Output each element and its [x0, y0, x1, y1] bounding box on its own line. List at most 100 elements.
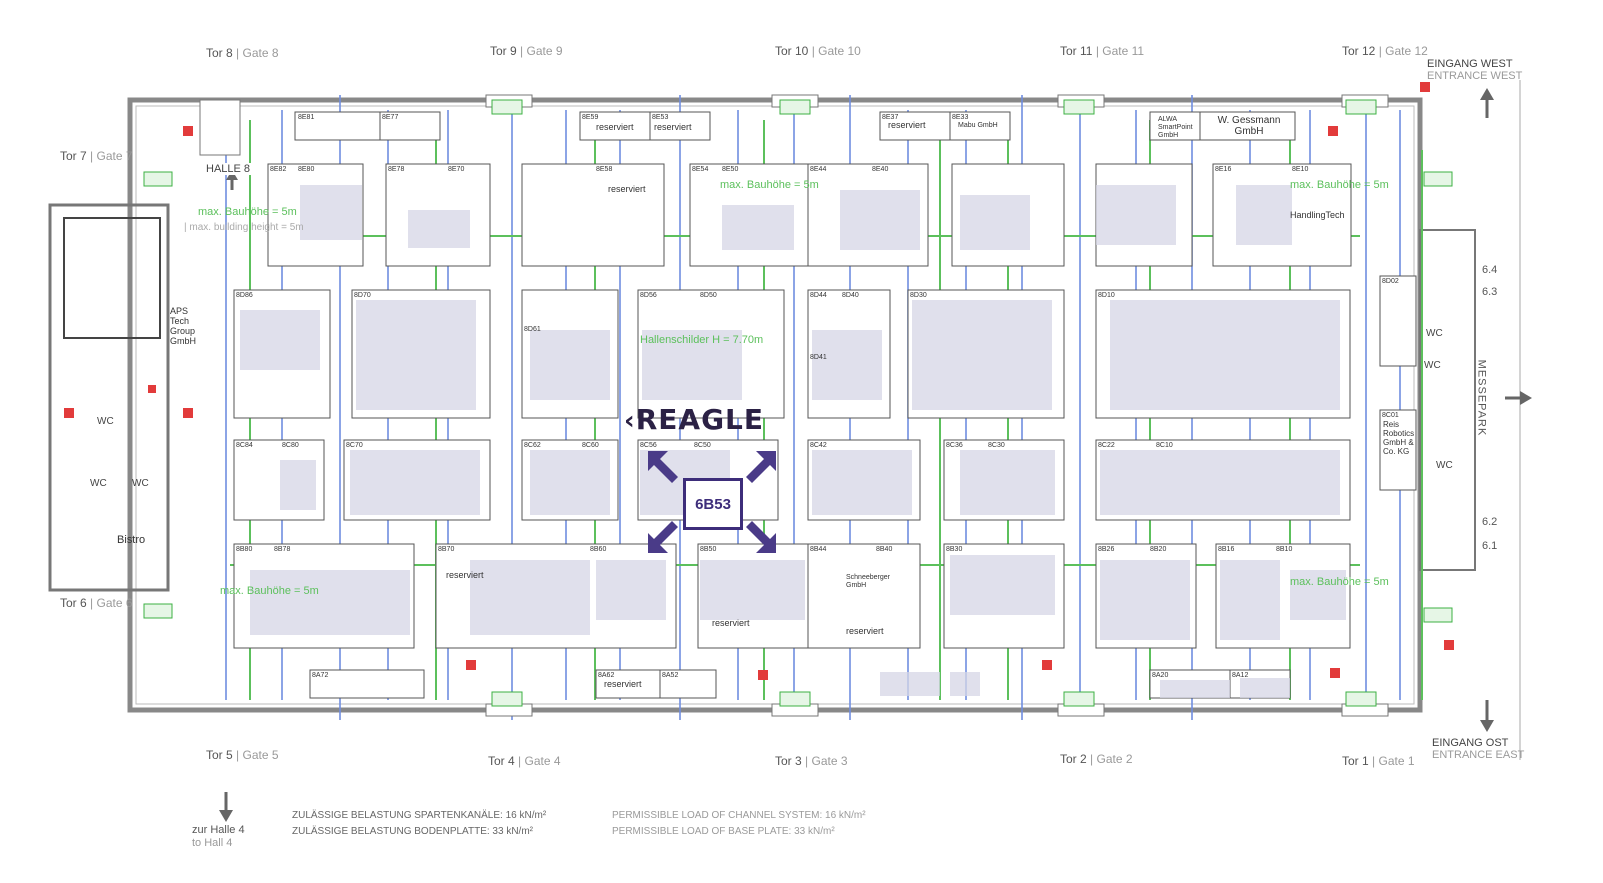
max-height-note-3: max. Bauhöhe = 5m	[1290, 179, 1389, 191]
entrance-west-de: EINGANG WEST	[1427, 58, 1513, 70]
gate-11-label: Tor 11 | Gate 11	[1060, 44, 1144, 58]
entrance-east-en: ENTRANCE EAST	[1432, 749, 1525, 761]
gate-3-label: Tor 3 | Gate 3	[775, 754, 848, 768]
stand-id: 8D86	[236, 292, 253, 299]
section-6-3: 6.3	[1482, 286, 1498, 298]
wc-label-2: WC	[90, 478, 107, 489]
stand-id: 8E78	[388, 166, 405, 173]
gate-10-de: Tor 10	[775, 44, 809, 58]
gate-9-en: | Gate 9	[520, 44, 563, 58]
exhibitor-logo[interactable]: ‹REAGLE	[624, 403, 764, 436]
stand-id: 8C56	[640, 442, 657, 449]
stand-id: 8C36	[946, 442, 963, 449]
stand-reserved-1: reserviert	[596, 122, 634, 132]
stand-id: 8B10	[1276, 546, 1293, 553]
stand-id: 8E82	[270, 166, 287, 173]
footer-base-de: ZULÄSSIGE BELASTUNG BODENPLATTE: 33 kN/m…	[292, 826, 533, 837]
gate-7-de: Tor 7	[60, 149, 87, 163]
gate-3-en: | Gate 3	[805, 754, 848, 768]
gate-2-label: Tor 2 | Gate 2	[1060, 752, 1133, 766]
stand-id: 8E44	[810, 166, 827, 173]
stand-id: 8B26	[1098, 546, 1115, 553]
gate-12-en: | Gate 12	[1378, 44, 1428, 58]
stand-id: 8B78	[274, 546, 291, 553]
logo-text: REAGLE	[635, 403, 765, 436]
footer-channel-de: ZULÄSSIGE BELASTUNG SPARTENKANÄLE: 16 kN…	[292, 810, 547, 821]
stand-id: 8C10	[1156, 442, 1173, 449]
section-6-2: 6.2	[1482, 516, 1498, 528]
stand-reserved-4: reserviert	[608, 184, 646, 194]
stand-id: 8C62	[524, 442, 541, 449]
stand-id: 8A72	[312, 672, 329, 679]
stand-id: 8C80	[282, 442, 299, 449]
stand-id: 8E58	[596, 166, 613, 173]
stand-id: 8C84	[236, 442, 253, 449]
stand-aps: APS Tech Group GmbH	[170, 306, 197, 346]
stand-id: 8E70	[448, 166, 465, 173]
stand-id: 8D30	[910, 292, 927, 299]
stand-id: 8C42	[810, 442, 827, 449]
stand-reis: Reis Robotics GmbH & Co. KG	[1383, 420, 1415, 456]
stand-id: 8E53	[652, 114, 669, 121]
max-height-note-2: max. Bauhöhe = 5m	[720, 179, 819, 191]
gate-1-de: Tor 1	[1342, 754, 1369, 768]
stand-id: 8D10	[1098, 292, 1115, 299]
stand-id: 8D40	[842, 292, 859, 299]
stand-reserved-8: reserviert	[604, 679, 642, 689]
stand-reserved-5: reserviert	[446, 570, 484, 580]
stand-id: 8D50	[700, 292, 717, 299]
stand-id: 8C22	[1098, 442, 1115, 449]
bistro-label: Bistro	[117, 534, 146, 546]
highlighted-stand[interactable]: 6B53	[683, 478, 743, 530]
gate-7-en: | Gate 7	[90, 149, 133, 163]
gate-12-label: Tor 12 | Gate 12	[1342, 44, 1428, 58]
stand-id: 8D02	[1382, 278, 1399, 285]
wc-label-5: WC	[1424, 360, 1441, 371]
gate-6-de: Tor 6	[60, 596, 87, 610]
stand-id: 8B80	[236, 546, 253, 553]
stand-mabu: Mabu GmbH	[958, 122, 998, 129]
gate-4-en: | Gate 4	[518, 754, 561, 768]
stand-id: 8A62	[598, 672, 615, 679]
footer-channel-en: PERMISSIBLE LOAD OF CHANNEL SYSTEM: 16 k…	[612, 810, 866, 821]
gate-8-label: Tor 8 | Gate 8	[206, 46, 279, 60]
hall-label: HALLE 8	[204, 163, 253, 175]
blurred-exhibitor-names	[240, 185, 1346, 698]
gate-1-label: Tor 1 | Gate 1	[1342, 754, 1415, 768]
entrance-east: EINGANG OST ENTRANCE EAST	[1432, 737, 1524, 761]
stand-id: 8E40	[872, 166, 889, 173]
stand-id: 8A12	[1232, 672, 1249, 679]
stand-reserved-6: reserviert	[712, 618, 750, 628]
section-6-1: 6.1	[1482, 540, 1498, 552]
wc-label-1: WC	[97, 416, 114, 427]
stand-id: 8C50	[694, 442, 711, 449]
gate-8-en: | Gate 8	[236, 46, 279, 60]
to-hall-4: zur Halle 4 to Hall 4	[192, 824, 245, 850]
footer-base-en: PERMISSIBLE LOAD OF BASE PLATE: 33 kN/m²	[612, 826, 835, 837]
stand-id: 8B50	[700, 546, 717, 553]
stand-id: 8E16	[1215, 166, 1232, 173]
stand-id: 8E54	[692, 166, 709, 173]
stand-id: 8C01	[1382, 412, 1399, 419]
section-6-4: 6.4	[1482, 264, 1498, 276]
stand-reserved-7: reserviert	[846, 626, 884, 636]
stand-id: 8E77	[382, 114, 399, 121]
wc-label-3: WC	[132, 478, 149, 489]
stand-alwa: ALWA SmartPoint GmbH	[1158, 116, 1193, 139]
gate-openings	[199, 94, 1389, 717]
gate-10-en: | Gate 10	[811, 44, 861, 58]
hall-sign-note: Hallenschilder H = 7.70m	[640, 334, 764, 346]
gate-5-en: | Gate 5	[236, 748, 279, 762]
stand-id: 8A52	[662, 672, 679, 679]
gate-4-de: Tor 4	[488, 754, 515, 768]
entrance-west-en: ENTRANCE WEST	[1427, 70, 1523, 82]
max-height-note-1-en: | max. building height = 5m	[184, 222, 304, 233]
logo-chevron-icon: ‹	[624, 406, 636, 436]
gate-1-en: | Gate 1	[1372, 754, 1415, 768]
gate-6-label: Tor 6 | Gate 6	[60, 596, 133, 610]
stand-gessmann: W. Gessmann GmbH	[1217, 115, 1281, 137]
max-height-note-4: max. Bauhöhe = 5m	[220, 585, 319, 597]
stand-id: 8E33	[952, 114, 969, 121]
stand-id: 8D41	[810, 354, 827, 361]
stand-id: 8D70	[354, 292, 371, 299]
